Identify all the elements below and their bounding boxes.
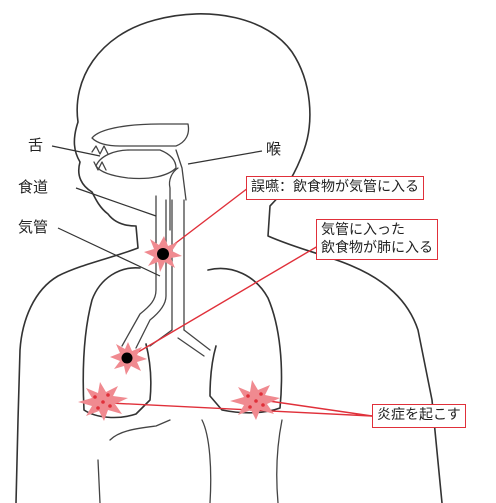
bronchi	[150, 330, 210, 356]
label-throat: 喉	[266, 142, 281, 157]
lung-left-inner	[98, 420, 170, 503]
callout-inflammation: 炎症を起こす	[372, 404, 466, 428]
callout-aspiration-text: 誤嚥：飲食物が気管に入る	[251, 179, 419, 197]
label-esophagus: 食道	[18, 180, 48, 195]
leader-throat	[188, 151, 262, 164]
red-line-inflammation-left	[110, 403, 372, 416]
particle	[254, 399, 258, 403]
esophagus-tube	[122, 196, 166, 348]
particle	[108, 404, 112, 408]
nasal-cavity	[92, 124, 189, 146]
callout-into-lungs-line-1: 気管に入った	[321, 222, 433, 240]
particle	[246, 394, 250, 398]
teeth	[92, 146, 108, 170]
particle	[261, 403, 265, 407]
particle	[106, 393, 110, 397]
callout-into-lungs-line-2: 飲食物が肺に入る	[321, 240, 433, 258]
trachea-tube	[172, 200, 184, 330]
particle	[248, 405, 252, 409]
particle	[93, 395, 97, 399]
red-line-aspiration	[164, 188, 248, 252]
label-tongue: 舌	[28, 138, 43, 153]
particle	[101, 400, 105, 404]
particle	[259, 392, 263, 396]
diaphragm	[202, 420, 282, 503]
leader-esophagus	[76, 188, 156, 216]
food-bolus-trachea	[157, 248, 169, 260]
callout-aspiration: 誤嚥：飲食物が気管に入る	[246, 176, 424, 200]
label-trachea: 気管	[18, 220, 48, 235]
callout-into-lungs: 気管に入った 飲食物が肺に入る	[316, 219, 438, 260]
particle	[96, 406, 100, 410]
callout-inflammation-text: 炎症を起こす	[377, 407, 461, 425]
food-bolus-bronchus	[122, 353, 133, 364]
